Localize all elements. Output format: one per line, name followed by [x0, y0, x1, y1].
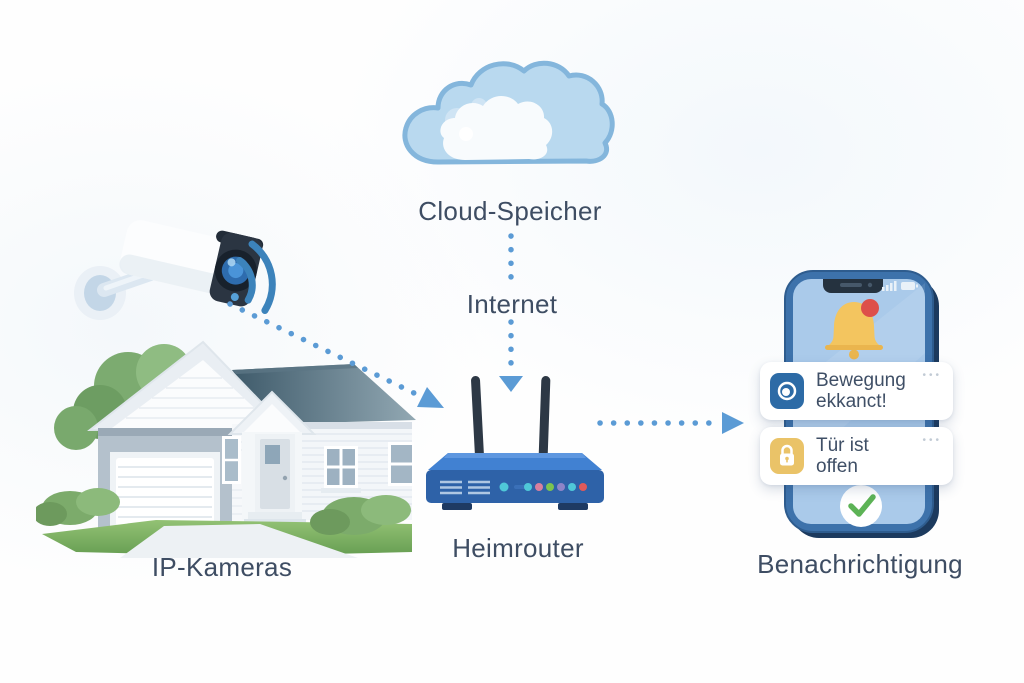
notification-label: Benachrichtigung: [757, 549, 963, 579]
notification-text: Bewegung ekkanct!: [816, 370, 906, 412]
door-lock-icon: [770, 438, 804, 474]
motion-detection-icon: [770, 373, 804, 409]
window: [222, 436, 241, 484]
notification-menu-dots: •••: [922, 370, 942, 381]
router-leds: [524, 483, 587, 491]
router-antennas: [471, 376, 551, 460]
house-illustration: [36, 340, 416, 558]
check-icon: [840, 485, 882, 527]
internet-label: Internet: [466, 289, 558, 319]
router-icon: [426, 376, 604, 510]
ip-camera-icon: [74, 220, 276, 320]
alert-badge: [861, 299, 879, 317]
driveway: [120, 524, 358, 558]
front-door: [255, 434, 295, 512]
cloud-storage-icon: [402, 60, 615, 165]
signal-bars-icon: [882, 281, 897, 291]
notification-door-card: Tür ist offen •••: [760, 427, 953, 485]
ip-cameras-label: IP-Kameras: [151, 552, 293, 582]
window: [388, 442, 414, 486]
garage-door: [116, 458, 214, 526]
notification-text: Tür ist offen: [816, 435, 869, 477]
arrowhead-right: [722, 412, 744, 434]
bush: [310, 495, 411, 535]
cloud-storage-label: Cloud-Speicher: [418, 196, 602, 226]
window: [321, 446, 361, 493]
notification-menu-dots: •••: [922, 435, 942, 446]
bush: [36, 488, 120, 526]
router-vents: [440, 480, 490, 495]
router-status-led: [499, 482, 509, 492]
battery-icon: [901, 282, 918, 290]
router-label: Heimrouter: [452, 533, 584, 563]
notification-motion-card: Bewegung ekkanct! •••: [760, 362, 953, 420]
